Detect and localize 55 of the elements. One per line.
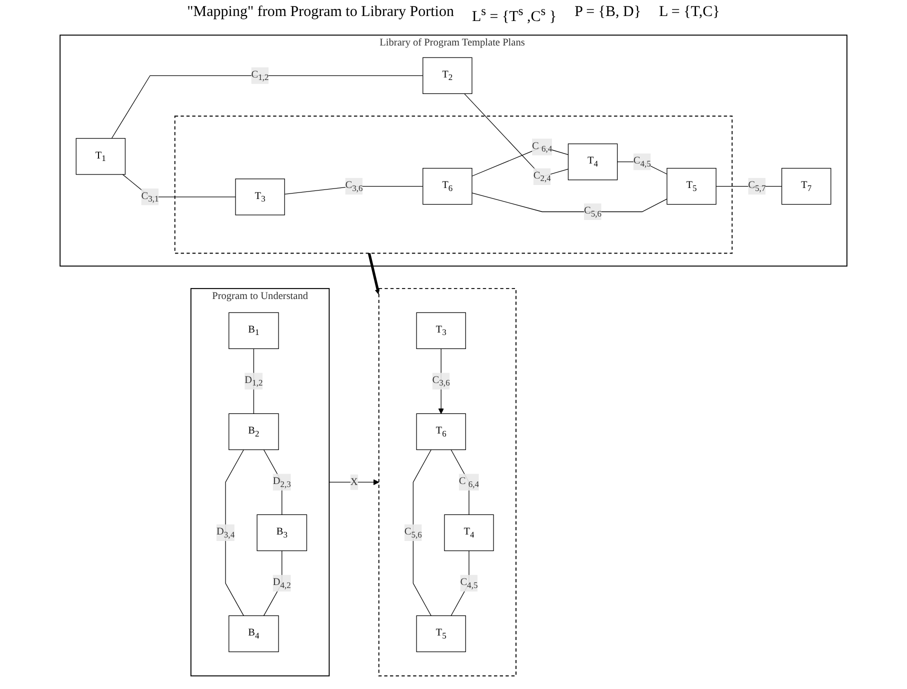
edge-label: D$_{2,3}$ xyxy=(272,476,291,489)
node-box: T$_{2}$ xyxy=(422,57,472,94)
connector xyxy=(263,550,282,616)
edge-label: C$_{3,1}$ xyxy=(141,190,159,204)
connector xyxy=(472,146,569,176)
node-box: T$_{1}$ xyxy=(76,138,126,175)
connector xyxy=(263,449,282,516)
edge-label: C$_{4,5}$ xyxy=(633,155,651,168)
edge-label: C$_{3,6}$ xyxy=(345,180,363,193)
node-box: T$_{3}$ xyxy=(235,178,285,216)
node-box: T$_{5}$ xyxy=(666,168,716,205)
connector xyxy=(284,186,424,194)
note-text: L$^{s}$ = {T$^{s}$ ,C$^{s}$ } xyxy=(472,4,557,26)
edge-label: C$_{4,5}$ xyxy=(460,576,478,590)
connector xyxy=(225,449,244,616)
arrow xyxy=(438,348,444,414)
arrow xyxy=(368,252,380,295)
cluster xyxy=(174,116,733,254)
edge-label: C$_{2,4}$ xyxy=(533,170,551,184)
note-text: "Mapping" from Program to Library Portion xyxy=(187,4,454,22)
node-box: T$_{6}$ xyxy=(422,168,472,205)
node-box: T$_{7}$ xyxy=(781,168,832,205)
note-text: L = {T,C} xyxy=(659,4,720,22)
node-box: B$_{3}$ xyxy=(256,514,308,552)
connector xyxy=(472,192,668,212)
edge-label: D$_{1,2}$ xyxy=(244,374,263,388)
node-box: T$_{6}$ xyxy=(416,413,466,450)
connector xyxy=(253,348,254,414)
edge-label: D$_{4,2}$ xyxy=(272,576,291,590)
note-text: P = {B, D} xyxy=(574,4,642,22)
node-box: T$_{4}$ xyxy=(444,514,494,552)
edge-label: C$_{3,6}$ xyxy=(432,374,450,388)
arrow xyxy=(328,479,380,486)
connector xyxy=(464,93,569,178)
edge-label: C$_{5,7}$ xyxy=(748,180,766,193)
connector xyxy=(111,75,424,139)
connector xyxy=(716,186,782,187)
node-box: T$_{3}$ xyxy=(416,312,466,350)
node-box: T$_{5}$ xyxy=(416,615,466,652)
edge-label: C$_{5,6}$ xyxy=(404,526,422,540)
node-box: B$_{1}$ xyxy=(228,312,279,350)
connector xyxy=(122,174,236,198)
cluster xyxy=(378,288,516,676)
edge-label: C $_{6,4}$ xyxy=(458,476,480,489)
node-box: T$_{4}$ xyxy=(568,144,618,180)
connector xyxy=(412,449,432,616)
connector xyxy=(450,449,470,516)
node-box: B$_{2}$ xyxy=(228,413,279,450)
edge-label: X xyxy=(350,476,358,488)
edge-label: D$_{3,4}$ xyxy=(216,526,235,540)
node-box: B$_{4}$ xyxy=(228,615,279,652)
edge-label: C $_{6,4}$ xyxy=(532,140,552,154)
edge-label: C$_{1,2}$ xyxy=(251,69,269,82)
connector xyxy=(450,550,470,616)
edge-label: C$_{5,6}$ xyxy=(584,205,602,218)
